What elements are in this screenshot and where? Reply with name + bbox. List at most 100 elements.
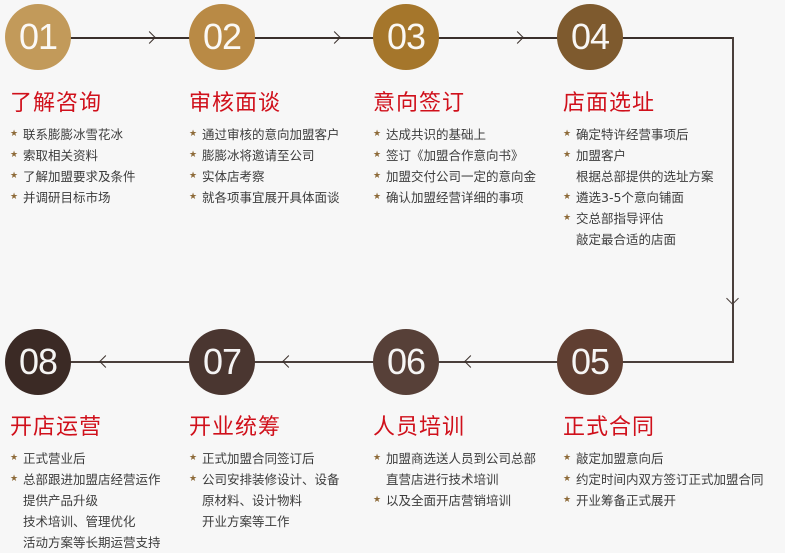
list-item-text: 直营店进行技术培训 — [386, 472, 499, 487]
list-item: ★正式加盟合同签订后 — [189, 448, 369, 469]
star-bullet-icon: ★ — [373, 129, 382, 139]
step-number-badge: 02 — [189, 4, 255, 70]
star-bullet-icon: ★ — [10, 474, 19, 484]
list-item: ★索取相关资料 — [10, 145, 190, 166]
list-item-text: 就各项事宜展开具体面谈 — [202, 190, 340, 205]
star-bullet-icon: ★ — [189, 474, 198, 484]
star-bullet-icon: ★ — [563, 495, 572, 505]
step-number: 03 — [386, 16, 426, 57]
list-item: ★加盟交付公司一定的意向金 — [373, 166, 553, 187]
list-item-text: 敲定最合适的店面 — [576, 232, 677, 247]
step-number: 06 — [386, 341, 426, 382]
step-items: ★正式加盟合同签订后 ★ 公司安排装修设计、设备原材料、设计物料开业方案等工作 — [189, 448, 369, 532]
list-item-text: 通过审核的意向加盟客户 — [202, 127, 340, 142]
list-item: ★实体店考察 — [189, 166, 369, 187]
list-item-text: 根据总部提供的选址方案 — [576, 169, 714, 184]
connector-right-vertical — [732, 37, 734, 363]
step-items: ★ 达成共识的基础上 ★签订《加盟合作意向书》★加盟交付公司一定的意向金★确认加盟经… — [373, 124, 553, 208]
star-bullet-icon: ★ — [373, 150, 382, 160]
list-item-text: 联系膨膨冰雪花冰 — [23, 127, 124, 142]
star-bullet-icon: ★ — [563, 453, 572, 463]
list-item-continuation: 提供产品升级 — [10, 490, 190, 511]
list-item-text: 达成共识的基础上 — [386, 127, 487, 142]
list-item-text: 索取相关资料 — [23, 148, 99, 163]
step-number: 02 — [202, 16, 242, 57]
list-item-text: 实体店考察 — [202, 169, 265, 184]
list-item: ★加盟客户 — [563, 145, 743, 166]
step-number: 07 — [202, 341, 242, 382]
arrow-right-icon — [143, 31, 156, 44]
list-item: ★并调研目标市场 — [10, 187, 190, 208]
list-item-text: 交总部指导评估 — [576, 211, 664, 226]
step-items: ★通过审核的意向加盟客户★膨膨冰将邀请至公司★实体店考察★就各项事宜展开具体面谈 — [189, 124, 369, 208]
list-item-text: 开业筹备正式展开 — [576, 493, 677, 508]
list-item-continuation: 原材料、设计物料 — [189, 490, 369, 511]
list-item-text: 技术培训、管理优化 — [23, 514, 136, 529]
step-01: 了解咨询 ★ 联系膨膨冰雪花冰 ★索取相关资料 ★ 了解加盟要求及条件 ★并调研目标市场 — [10, 90, 190, 208]
list-item-text: 提供产品升级 — [23, 493, 99, 508]
list-item-text: 确定特许经营事项后 — [576, 127, 689, 142]
star-bullet-icon: ★ — [563, 213, 572, 223]
arrow-right-icon — [328, 31, 341, 44]
list-item-continuation: 活动方案等长期运营支持 — [10, 532, 190, 553]
star-bullet-icon: ★ — [189, 192, 198, 202]
star-bullet-icon: ★ — [373, 453, 382, 463]
step-items: ★ 确定特许经营事项后 ★加盟客户根据总部提供的选址方案 ★ 遴选3-5个意向铺面 ★ 交总… — [563, 124, 743, 250]
step-04: 店面选址 ★ 确定特许经营事项后 ★加盟客户根据总部提供的选址方案 ★ 遴选3-5个意向… — [563, 90, 743, 250]
step-number-badge: 08 — [5, 329, 71, 395]
list-item-text: 正式加盟合同签订后 — [202, 451, 315, 466]
list-item-text: 并调研目标市场 — [23, 190, 111, 205]
list-item: ★ 公司安排装修设计、设备 — [189, 469, 369, 490]
list-item-continuation: 开业方案等工作 — [189, 511, 369, 532]
star-bullet-icon: ★ — [10, 171, 19, 181]
list-item-text: 遴选3-5个意向铺面 — [576, 190, 684, 205]
step-title: 店面选址 — [563, 91, 656, 116]
step-number: 01 — [18, 16, 58, 57]
step-items: ★敲定加盟意向后★约定时间内双方签订正式加盟合同★开业筹备正式展开 — [563, 448, 783, 511]
list-item-text: 正式营业后 — [23, 451, 86, 466]
star-bullet-icon: ★ — [563, 129, 572, 139]
step-title: 意向签订 — [373, 91, 466, 116]
step-title: 了解咨询 — [10, 91, 103, 116]
arrow-down-icon — [726, 292, 739, 305]
list-item: ★通过审核的意向加盟客户 — [189, 124, 369, 145]
list-item-text: 了解加盟要求及条件 — [23, 169, 136, 184]
arrow-left-icon — [282, 355, 295, 368]
list-item-continuation: 根据总部提供的选址方案 — [563, 166, 743, 187]
step-items: ★ 加盟商选送人员到公司总部直营店进行技术培训 ★ 以及全面开店营销培训 — [373, 448, 553, 511]
list-item: ★正式营业后 — [10, 448, 190, 469]
list-item: ★ 交总部指导评估 — [563, 208, 743, 229]
star-bullet-icon: ★ — [10, 129, 19, 139]
list-item-text: 约定时间内双方签订正式加盟合同 — [576, 472, 764, 487]
list-item: ★ 达成共识的基础上 — [373, 124, 553, 145]
list-item: ★ 开业筹备正式展开 — [563, 490, 783, 511]
star-bullet-icon: ★ — [563, 192, 572, 202]
list-item: ★ 约定时间内双方签订正式加盟合同 — [563, 469, 783, 490]
step-number-badge: 07 — [189, 329, 255, 395]
list-item: ★签订《加盟合作意向书》 — [373, 145, 553, 166]
star-bullet-icon: ★ — [373, 495, 382, 505]
step-items: ★ 联系膨膨冰雪花冰 ★索取相关资料 ★ 了解加盟要求及条件 ★并调研目标市场 — [10, 124, 190, 208]
list-item-continuation: 敲定最合适的店面 — [563, 229, 743, 250]
list-item: ★ 总部跟进加盟店经营运作 — [10, 469, 190, 490]
step-number-badge: 01 — [5, 4, 71, 70]
arrow-left-icon — [464, 355, 477, 368]
list-item-continuation: 技术培训、管理优化 — [10, 511, 190, 532]
list-item-text: 总部跟进加盟店经营运作 — [23, 472, 161, 487]
star-bullet-icon: ★ — [563, 474, 572, 484]
step-number: 04 — [570, 16, 610, 57]
list-item: ★ 以及全面开店营销培训 — [373, 490, 553, 511]
arrow-left-icon — [99, 355, 112, 368]
step-title: 正式合同 — [563, 415, 656, 440]
list-item-text: 开业方案等工作 — [202, 514, 290, 529]
step-07: 开业统筹 ★正式加盟合同签订后★公司安排装修设计、设备原材料、设计物料开业方案等… — [189, 414, 369, 532]
step-items: ★正式营业后 ★ 总部跟进加盟店经营运作提供产品升级技术培训、管理优化活动方案等长期… — [10, 448, 190, 553]
list-item-text: 公司安排装修设计、设备 — [202, 472, 340, 487]
step-number-badge: 04 — [557, 4, 623, 70]
list-item-text: 以及全面开店营销培训 — [386, 493, 512, 508]
list-item-text: 加盟商选送人员到公司总部 — [386, 451, 537, 466]
list-item: ★ 联系膨膨冰雪花冰 — [10, 124, 190, 145]
list-item-text: 膨膨冰将邀请至公司 — [202, 148, 315, 163]
list-item: ★确认加盟经营详细的事项 — [373, 187, 553, 208]
step-number: 05 — [570, 341, 610, 382]
